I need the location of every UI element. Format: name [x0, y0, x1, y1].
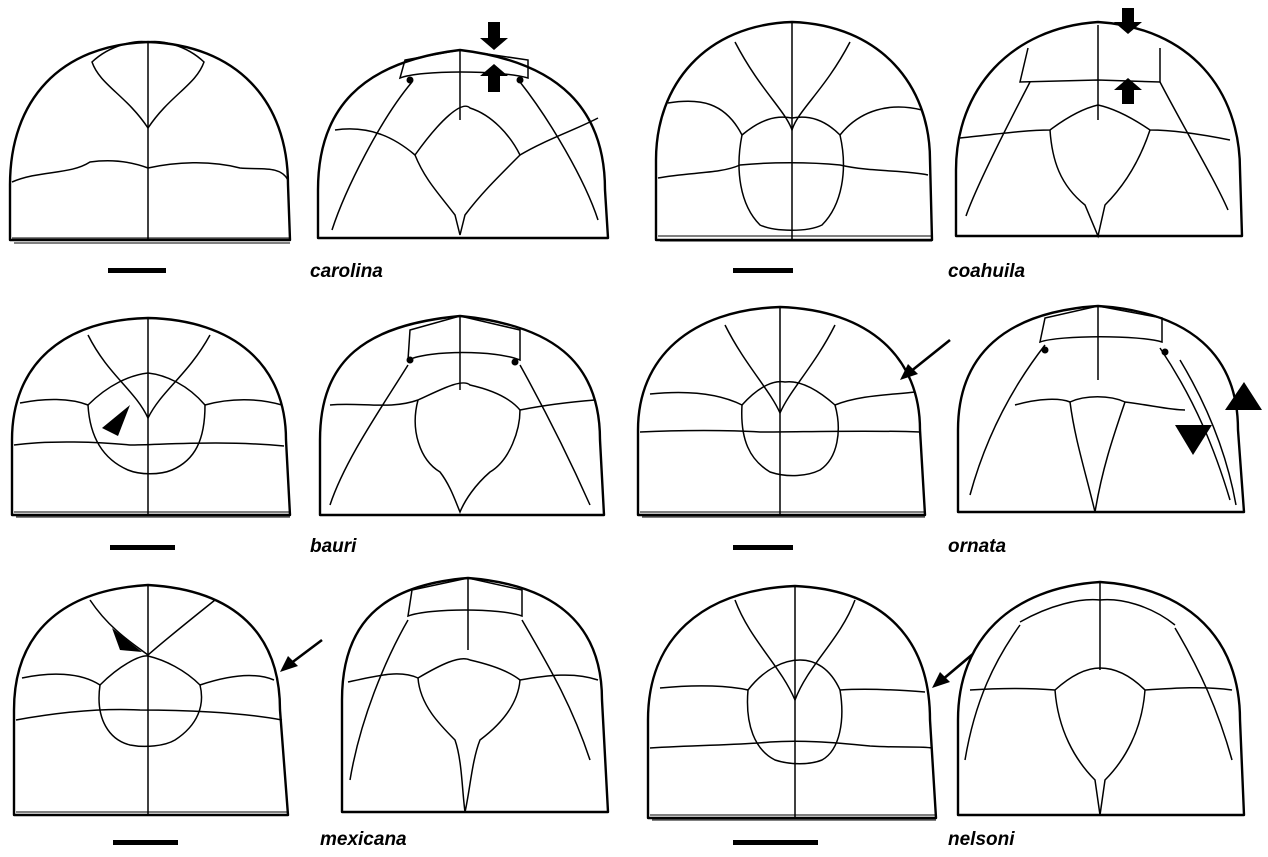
mexicana-external-view — [14, 585, 322, 815]
scale-bar-coahuila — [733, 268, 793, 273]
carolina-internal-view — [318, 22, 608, 238]
scale-bar-bauri — [110, 545, 175, 550]
species-label-mexicana: mexicana — [320, 830, 407, 850]
scale-bar-carolina — [108, 268, 166, 273]
ornata-internal-view — [958, 306, 1262, 512]
species-label-nelsoni: nelsoni — [948, 830, 1015, 850]
species-label-carolina: carolina — [310, 262, 383, 282]
scale-bar-mexicana — [113, 840, 178, 845]
scale-bar-nelsoni — [733, 840, 818, 845]
nelsoni-internal-view — [958, 582, 1244, 815]
mexicana-internal-view — [342, 578, 608, 812]
bauri-external-view — [12, 318, 290, 517]
bauri-internal-view — [320, 316, 604, 515]
ornata-external-view — [638, 307, 950, 517]
species-label-coahuila: coahuila — [948, 262, 1025, 282]
carolina-external-view — [10, 42, 290, 243]
coahuila-internal-view — [956, 8, 1242, 236]
species-label-bauri: bauri — [310, 537, 356, 557]
nelsoni-external-view — [648, 586, 980, 820]
species-label-ornata: ornata — [948, 537, 1006, 557]
coahuila-external-view — [656, 22, 932, 241]
scale-bar-ornata — [733, 545, 793, 550]
